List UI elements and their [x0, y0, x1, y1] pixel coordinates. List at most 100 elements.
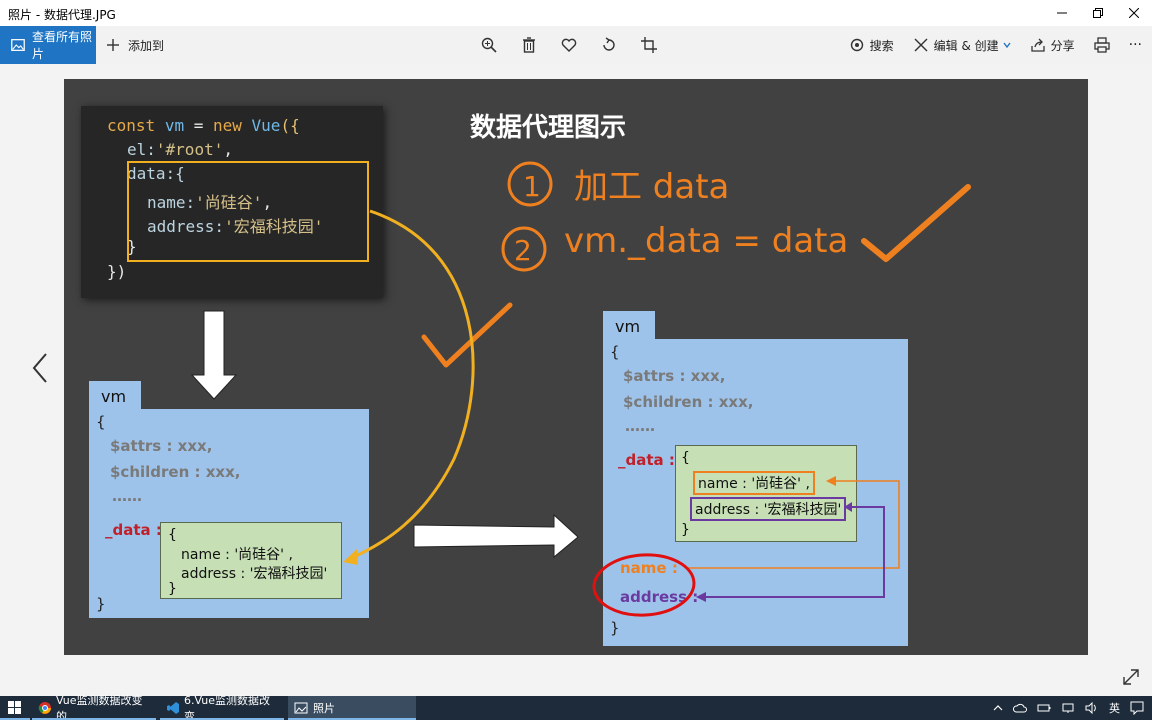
vm-panel-right: { $attrs : xxx, $children : xxx, …… _dat… [603, 339, 908, 646]
vm-data-object-left: { name : '尚硅谷' , address : '宏福科技园' } [160, 522, 342, 599]
code-token: ({ [280, 116, 300, 135]
inner-name: name : '尚硅谷' , [693, 471, 815, 495]
delete-icon[interactable] [520, 36, 538, 54]
vm-data-object-right: { name : '尚硅谷' , address : '宏福科技园' } [675, 445, 857, 542]
right-arrow [413, 513, 579, 559]
share-label: 分享 [1050, 38, 1075, 53]
code-token: = [184, 116, 213, 135]
notification-icon[interactable] [1130, 701, 1144, 715]
code-token: , [262, 193, 273, 212]
minimize-icon [1057, 12, 1067, 14]
vm-open-brace: { [610, 343, 620, 361]
code-line-4: name:'尚硅谷', [147, 189, 272, 213]
edit-create-button[interactable]: 编辑 & 创建 [912, 36, 1011, 54]
fullscreen-icon[interactable] [1120, 666, 1142, 688]
volume-icon[interactable] [1085, 702, 1099, 714]
code-line-7: }) [107, 262, 127, 281]
heart-icon[interactable] [560, 36, 578, 54]
ime-indicator[interactable]: 英 [1109, 702, 1120, 715]
code-token: data:{ [127, 164, 185, 183]
add-to-label: 添加到 [128, 38, 165, 53]
minimize-button[interactable] [1044, 0, 1080, 26]
system-tray: 英 [993, 696, 1152, 720]
code-line-3: data:{ [127, 164, 185, 183]
toolbar: 查看所有照片 添加到 搜索 编辑 & 创建 分享 ··· [0, 26, 1152, 64]
taskbar-item-chrome[interactable]: Vue监测数据改变的... [32, 694, 156, 720]
inner-open-brace: { [168, 527, 177, 543]
more-button[interactable]: ··· [1128, 37, 1142, 53]
down-arrow [190, 310, 238, 400]
code-line-1: const vm = new Vue({ [107, 116, 300, 135]
code-token: vm [164, 116, 185, 135]
share-button[interactable]: 分享 [1029, 36, 1075, 54]
visual-search-icon [850, 38, 863, 52]
previous-photo-icon[interactable] [26, 350, 54, 386]
print-icon[interactable] [1093, 36, 1111, 54]
restore-icon [1093, 8, 1103, 18]
windows-icon [8, 701, 21, 714]
title-bar: 照片 - 数据代理.JPG [0, 0, 1152, 26]
taskbar-item-vscode[interactable]: 6.Vue监测数据改变... [160, 694, 284, 720]
inner-open-brace: { [681, 450, 690, 466]
code-token: Vue [251, 116, 281, 135]
taskbar-item-label: 6.Vue监测数据改变... [184, 694, 271, 720]
taskbar-item-photos[interactable]: 照片 [288, 696, 416, 720]
start-button[interactable] [0, 696, 30, 720]
view-all-photos-label: 查看所有照片 [32, 30, 93, 61]
data-highlight-box [127, 161, 369, 262]
edit-icon [914, 38, 928, 52]
rotate-icon[interactable] [600, 36, 618, 54]
taskbar: Vue监测数据改变的... 6.Vue监测数据改变... 照片 英 [0, 694, 1152, 720]
taskbar-item-label: Vue监测数据改变的... [55, 694, 143, 720]
toolbar-center-actions [480, 26, 658, 64]
vm-close-brace: } [96, 595, 106, 613]
photo-viewer: const vm = new Vue({ el:'#root', data:{ … [0, 64, 1152, 696]
vm-close-brace: } [610, 619, 620, 637]
network-icon[interactable] [1061, 702, 1075, 714]
code-token: , [223, 140, 233, 159]
annotation-1: 加工 data [574, 167, 730, 207]
share-icon [1030, 38, 1045, 52]
vm-attrs: $attrs : xxx, [110, 437, 213, 455]
search-button[interactable]: 搜索 [848, 36, 894, 54]
inner-close-brace: } [168, 581, 177, 597]
code-line-6: } [127, 237, 137, 256]
crop-icon[interactable] [640, 36, 658, 54]
add-to-button[interactable]: 添加到 [104, 26, 164, 64]
slide-heading: 数据代理图示 [470, 113, 627, 143]
photo-icon [11, 39, 25, 51]
vm-children: $children : xxx, [623, 393, 754, 411]
toolbar-right-actions: 搜索 编辑 & 创建 分享 ··· [848, 26, 1142, 64]
search-label: 搜索 [869, 38, 894, 53]
checkmark-mid [421, 302, 513, 368]
circled-one [507, 161, 553, 207]
vm-data-key: _data : [618, 451, 675, 469]
code-token: '宏福科技园' [224, 217, 324, 236]
code-token: el: [127, 140, 156, 159]
battery-icon[interactable] [1037, 702, 1051, 714]
zoom-icon[interactable] [480, 36, 498, 54]
view-all-photos-button[interactable]: 查看所有照片 [0, 26, 96, 64]
chevron-down-icon [1003, 42, 1011, 49]
code-token: new [212, 116, 242, 135]
vscode-icon [167, 702, 179, 714]
inner-name: name : '尚硅谷' , [181, 547, 293, 563]
restore-button[interactable] [1080, 0, 1116, 26]
code-line-5: address:'宏福科技园' [147, 213, 323, 237]
vm-tab-left: vm [89, 381, 141, 411]
edit-create-label: 编辑 & 创建 [933, 38, 999, 53]
window-title: 照片 - 数据代理.JPG [8, 8, 116, 22]
vm-attrs: $attrs : xxx, [623, 367, 726, 385]
circled-two [501, 226, 547, 272]
taskbar-item-label: 照片 [313, 702, 335, 715]
code-token: const [107, 116, 156, 135]
circled-two-digit: 2 [514, 234, 532, 267]
chrome-icon [38, 702, 51, 714]
vm-open-brace: { [96, 413, 106, 431]
inner-address: address : '宏福科技园' [181, 566, 328, 582]
annotation-2: vm._data = data [564, 221, 849, 261]
cloud-icon[interactable] [1013, 702, 1027, 714]
code-snippet: const vm = new Vue({ el:'#root', data:{ … [81, 106, 383, 298]
chevron-up-icon[interactable] [993, 703, 1003, 713]
close-button[interactable] [1116, 0, 1152, 26]
